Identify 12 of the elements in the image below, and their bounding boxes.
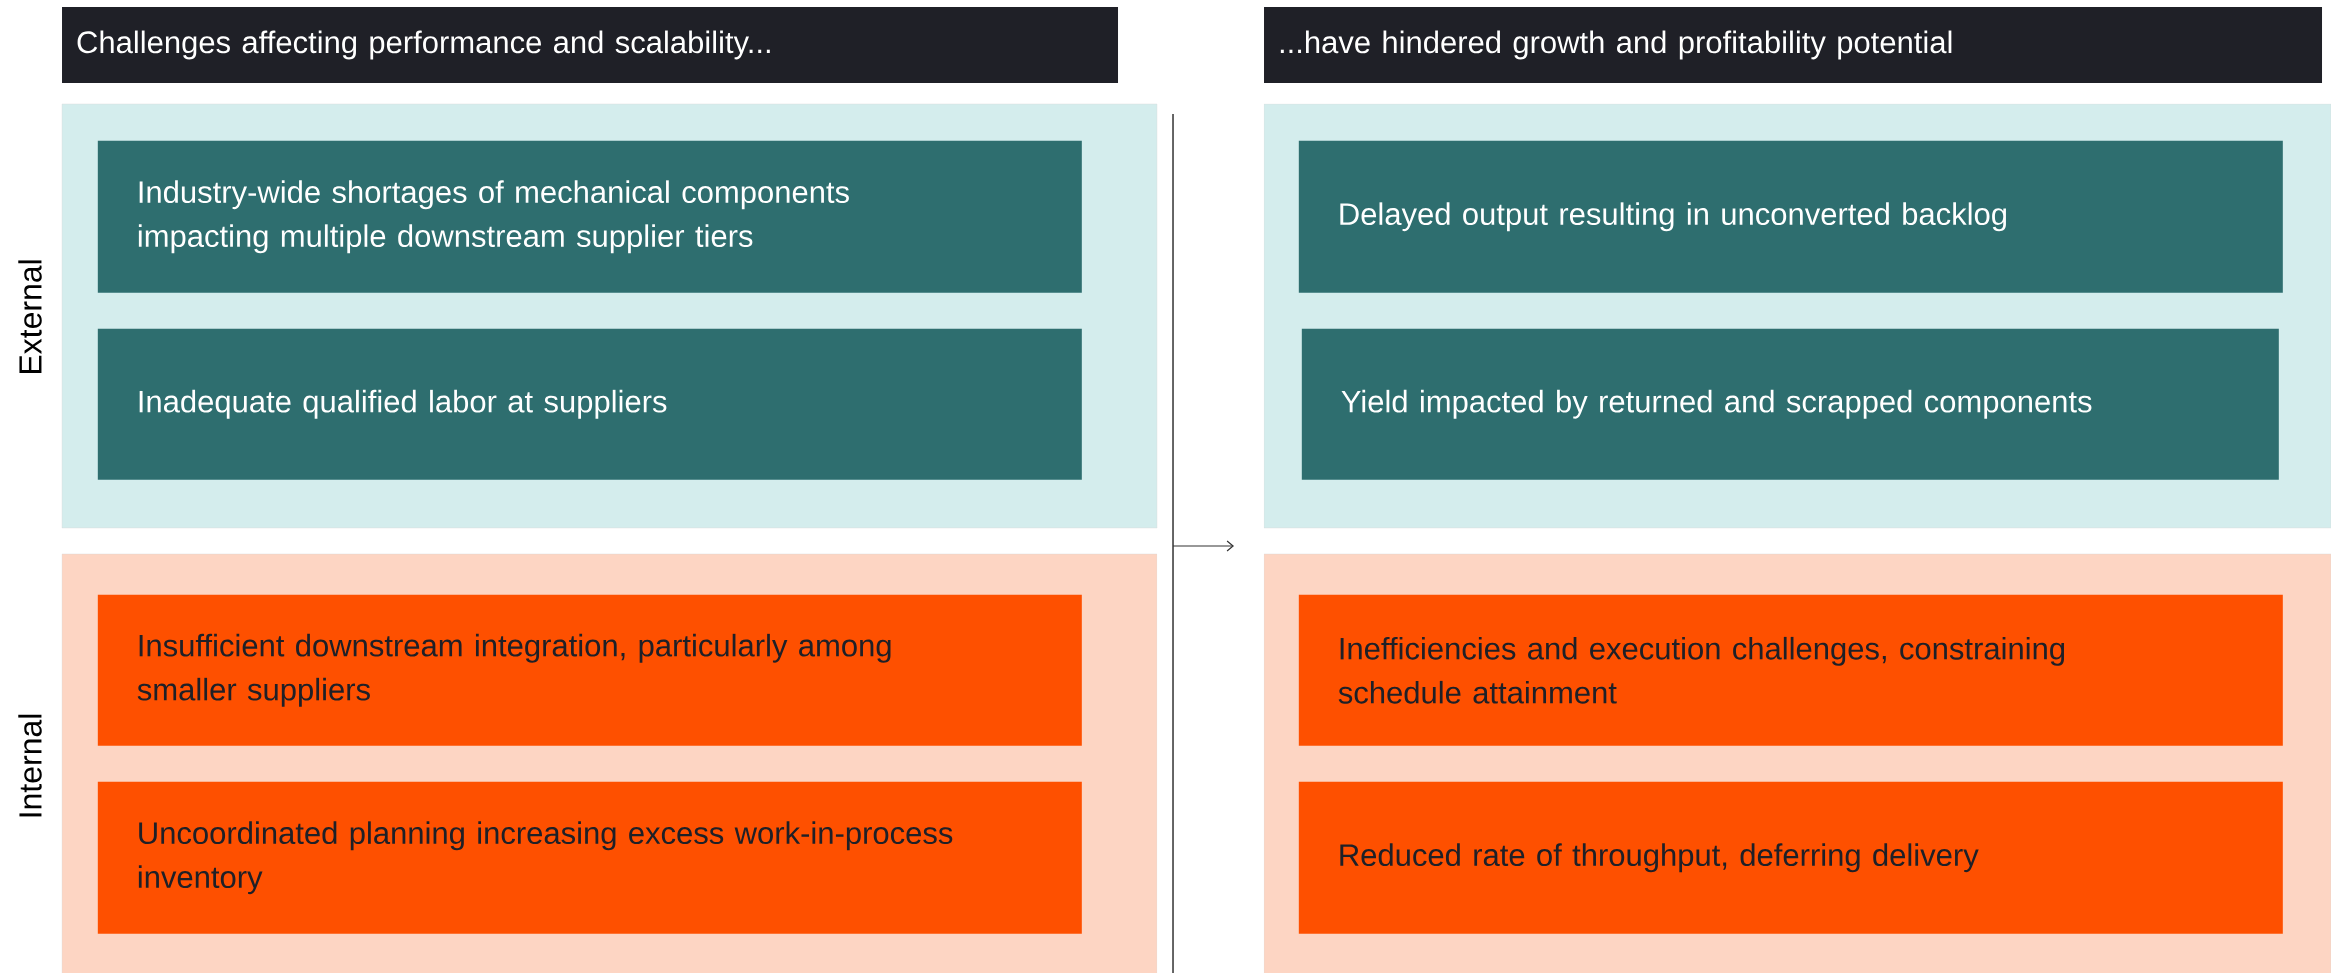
effect-box: Inefficiencies and execution challenges, constraining schedule attainment <box>1298 594 2283 746</box>
side-label: Internal <box>18 714 42 817</box>
effect-box: Yield impacted by returned and scrapped components <box>1301 328 2279 480</box>
effect-box: Reduced rate of throughput, deferring delivery <box>1298 781 2283 934</box>
side-label: External <box>18 260 42 374</box>
effect-box: Delayed output resulting in unconverted backlog <box>1298 140 2283 293</box>
cause-box: Uncoordinated planning increasing excess work-in-process inventory <box>97 781 1082 934</box>
header-bar: Challenges affecting performance and scalability... <box>62 7 1118 83</box>
cause-box: Insufficient downstream integration, particularly among smaller suppliers <box>97 594 1082 746</box>
cause-box: Inadequate qualified labor at suppliers <box>97 328 1082 480</box>
cause-box: Industry-wide shortages of mechanical components impacting multiple downstream supplier tiers <box>97 140 1082 293</box>
header-bar: ...have hindered growth and profitability potential <box>1264 7 2322 83</box>
